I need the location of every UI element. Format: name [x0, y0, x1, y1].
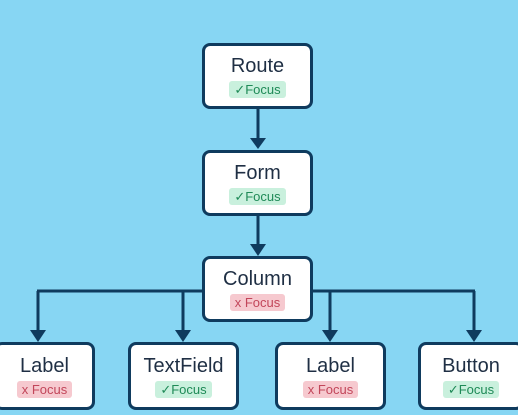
node-label: Label — [306, 354, 355, 377]
focus-badge-yes: ✓Focus — [229, 187, 286, 205]
node-label: Form — [234, 161, 281, 184]
node-label: Route — [230, 54, 285, 77]
focus-badge-no: x Focus — [302, 380, 359, 398]
node-column: Column x Focus — [202, 256, 313, 322]
node-label: Label — [20, 354, 69, 377]
node-label: Column — [223, 267, 292, 290]
arrowhead-textfield — [175, 330, 191, 342]
focus-badge-yes: ✓Focus — [442, 380, 500, 398]
focus-badge-yes: ✓Focus — [229, 80, 286, 98]
arrowhead-column — [250, 244, 266, 256]
arrowhead-label1 — [30, 330, 46, 342]
node-route: Route ✓Focus — [202, 43, 313, 109]
node-label-2: Label x Focus — [275, 342, 386, 410]
arrowhead-label2 — [322, 330, 338, 342]
node-label: Button — [442, 354, 500, 377]
focus-badge-yes: ✓Focus — [155, 380, 212, 398]
arrowhead-form — [250, 138, 266, 149]
node-label: TextField — [143, 354, 224, 377]
node-textfield: TextField ✓Focus — [128, 342, 239, 410]
arrowhead-button — [466, 330, 482, 342]
focus-badge-no: x Focus — [16, 380, 73, 398]
node-form: Form ✓Focus — [202, 150, 313, 216]
focus-badge-no: x Focus — [229, 293, 286, 311]
node-button: Button ✓Focus — [418, 342, 518, 410]
node-label-1: Label x Focus — [0, 342, 95, 410]
